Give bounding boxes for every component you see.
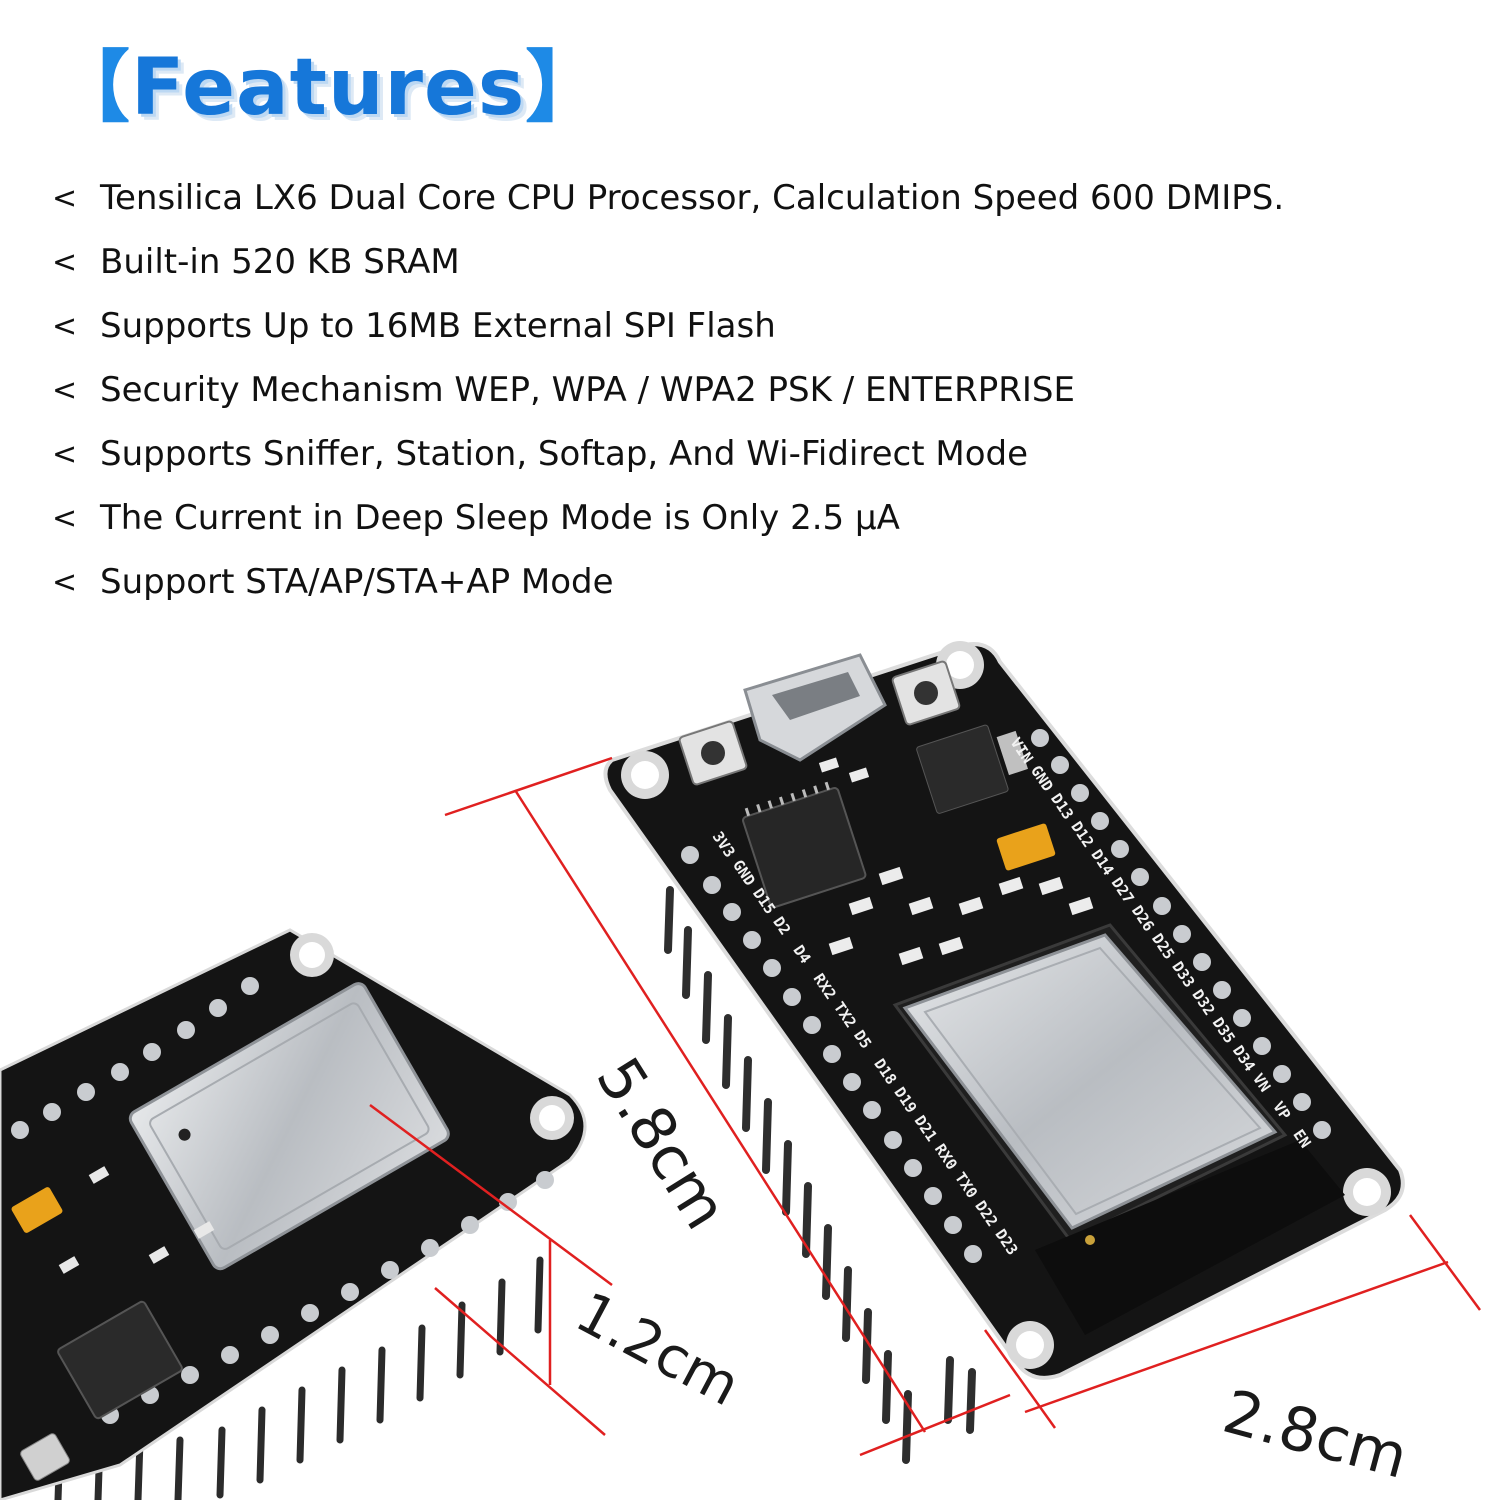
- bullet-icon: <: [52, 436, 78, 472]
- width-dimension-label: 2.8cm: [1216, 1377, 1415, 1493]
- title-bracket-close: 】: [525, 43, 605, 133]
- feature-text: Support STA/AP/STA+AP Mode: [100, 562, 614, 602]
- usb-uart-chip: [742, 781, 867, 909]
- right-board-pins: [664, 886, 976, 1464]
- left-board-pads-bottom: [101, 1171, 554, 1424]
- smd-components: [818, 757, 1094, 966]
- esp-wroom-32-module: [892, 923, 1345, 1335]
- feature-text: The Current in Deep Sleep Mode is Only 2…: [100, 498, 900, 538]
- title-text: Features: [131, 43, 526, 133]
- feature-text: Supports Up to 16MB External SPI Flash: [100, 306, 776, 346]
- voltage-regulator: [916, 724, 1028, 814]
- micro-usb-port: [743, 653, 887, 762]
- title-bracket-open: 【: [52, 43, 132, 133]
- left-board: [0, 928, 587, 1500]
- feature-item: < Built-in 520 KB SRAM: [52, 230, 1284, 294]
- bullet-icon: <: [52, 564, 78, 600]
- tantalum-capacitor: [996, 823, 1056, 871]
- bullet-icon: <: [52, 244, 78, 280]
- left-module-shield: [128, 982, 450, 1271]
- boot-button: [678, 720, 748, 786]
- bullet-icon: <: [52, 180, 78, 216]
- feature-item: < The Current in Deep Sleep Mode is Only …: [52, 486, 1284, 550]
- left-boot-button: [20, 1433, 70, 1481]
- page-title: 【Features】: [52, 38, 604, 138]
- feature-item: < Supports Sniffer, Station, Softap, And …: [52, 422, 1284, 486]
- bullet-icon: <: [52, 500, 78, 536]
- bullet-icon: <: [52, 308, 78, 344]
- feature-item: < Security Mechanism WEP, WPA / WPA2 PSK …: [52, 358, 1284, 422]
- feature-text: Built-in 520 KB SRAM: [100, 242, 460, 282]
- right-board-pads-left: [681, 846, 982, 1263]
- dimension-lines: [369, 756, 1482, 1457]
- feature-list: < Tensilica LX6 Dual Core CPU Processor, …: [52, 166, 1284, 614]
- en-button: [891, 660, 961, 726]
- board-illustration: 3V3GNDD15D2D4RX2TX2D5D18D19D21RX0TX0D22D…: [0, 641, 1482, 1500]
- feature-item: < Tensilica LX6 Dual Core CPU Processor, …: [52, 166, 1284, 230]
- length-dimension-label: 5.8cm: [582, 1046, 740, 1242]
- feature-text: Supports Sniffer, Station, Softap, And W…: [100, 434, 1029, 474]
- left-board-pads-top: [11, 977, 259, 1139]
- feature-text: Security Mechanism WEP, WPA / WPA2 PSK /…: [100, 370, 1075, 410]
- height-dimension-label: 1.2cm: [565, 1280, 750, 1419]
- right-board-pads-right: [1031, 729, 1331, 1139]
- left-usb-chip: [57, 1300, 183, 1420]
- right-board: 3V3GNDD15D2D4RX2TX2D5D18D19D21RX0TX0D22D…: [603, 641, 1405, 1464]
- tantalum-capacitor: [11, 1187, 63, 1233]
- feature-item: < Support STA/AP/STA+AP Mode: [52, 550, 1284, 614]
- feature-item: < Supports Up to 16MB External SPI Flash: [52, 294, 1284, 358]
- bullet-icon: <: [52, 372, 78, 408]
- feature-text: Tensilica LX6 Dual Core CPU Processor, C…: [100, 178, 1285, 218]
